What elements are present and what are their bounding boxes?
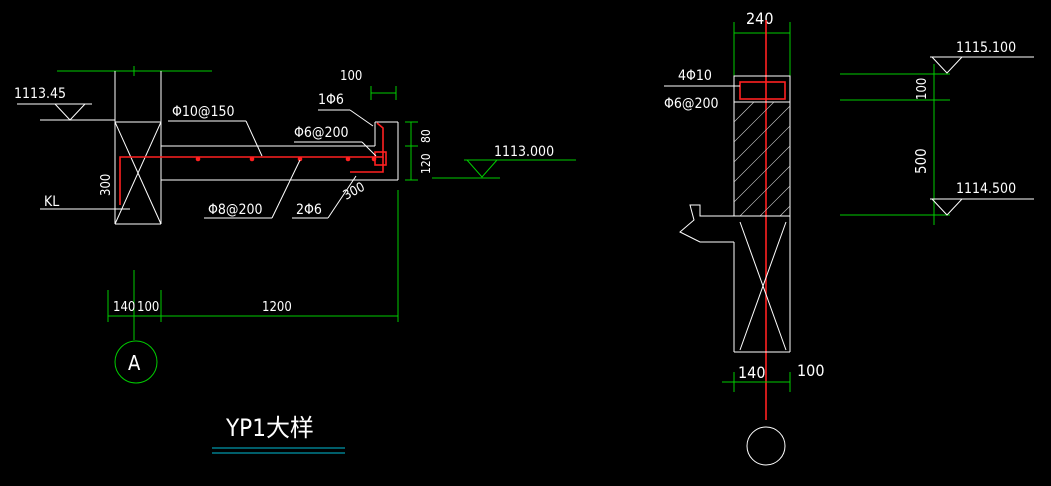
dim-120: 120 [419,153,433,174]
elevation-top-right: 1115.100 [930,40,1034,74]
yp1-detail: 1113.45 KL 300 Φ10@150 Φ6@200 1Φ6 Φ8@200… [14,66,576,454]
dim-100: 100 [137,300,159,315]
rebar-dot [297,156,303,162]
kl-label: KL [44,194,59,210]
dim-140: 140 [113,300,135,315]
elevation-mark-left: 1113.45 [14,86,115,121]
beam-height-label: 300 [99,174,114,196]
rebar-dot [371,156,377,162]
wall-hatch [733,101,791,217]
canopy-slab-outline [160,121,399,224]
elevation-mid-right: 1114.500 [930,181,1034,216]
rebar-bottom-bars-label: 2Φ6 [296,202,322,218]
rebar-stirrup-label: Φ6@200 [294,125,349,141]
axis-a-label: A [128,351,141,375]
dim-100-bottom: 100 [797,361,824,380]
rebar-lines [119,122,387,205]
beam-outline [114,71,162,225]
elevation-right-text: 1113.000 [494,144,554,160]
rebar-bottom-label: Φ8@200 [208,202,263,218]
dim-300-slope: 300 [341,180,368,204]
dim-500: 500 [912,148,930,174]
rebar-dot [195,156,201,162]
dim-100-right: 100 [915,78,930,100]
lower-column [733,216,791,353]
dim-1200: 1200 [262,300,292,315]
rebar-dot [249,156,255,162]
parapet-detail: 240 4Φ10 Φ6@200 [664,9,1034,466]
elevation-left-text: 1113.45 [14,86,66,102]
axis-bubble-a [114,340,158,384]
dim-80: 80 [419,129,433,143]
elev-top-text: 1115.100 [956,40,1016,56]
rebar-edge-label: 1Φ6 [318,92,344,108]
rebar-dot [345,156,351,162]
rebar-top-label: Φ10@150 [172,104,235,120]
elevation-mark-right: 1113.000 [432,144,576,179]
detail-title: YP1大样 [225,414,314,442]
rebar-main-label: 4Φ10 [678,68,712,84]
dim-140-right: 140 [738,363,765,382]
elev-mid-text: 1114.500 [956,181,1016,197]
rebar-stirrup-label-right: Φ6@200 [664,96,719,112]
axis-bubble-right [746,426,786,466]
dim-240: 240 [746,9,773,28]
dim-100-top: 100 [340,69,362,84]
